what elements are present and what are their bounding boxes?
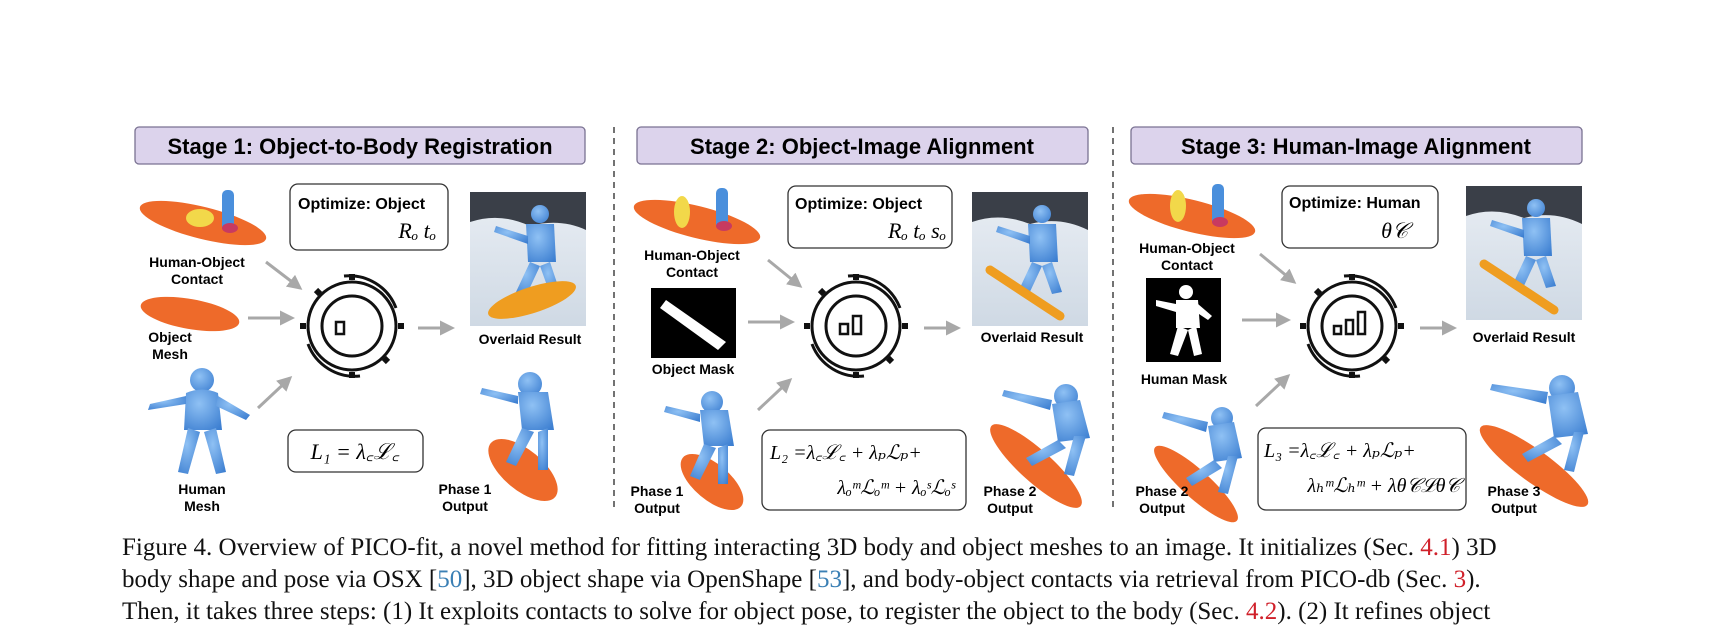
human-object-contact-thumbnail — [633, 188, 761, 245]
overlaid-result-image — [470, 192, 586, 326]
svg-text:Phase 1: Phase 1 — [439, 481, 492, 497]
optimize-box — [289, 183, 449, 251]
svg-text:Phase 2: Phase 2 — [1136, 483, 1189, 499]
overlaid-result-image — [1466, 186, 1582, 320]
citation-link[interactable]: 53 — [816, 566, 842, 593]
svg-text:Overlaid Result: Overlaid Result — [981, 329, 1084, 345]
caption-line: Figure 4. Overview of PICO-fit, a novel … — [122, 534, 1497, 561]
svg-text:Output: Output — [987, 500, 1033, 516]
loss-equation-line-2: λₕᵐℒₕᵐ + λθ𝒞ℒθ𝒞 — [1306, 475, 1465, 497]
svg-text:Contact: Contact — [666, 264, 718, 280]
stage-3-title: Stage 3: Human-Image Alignment — [1181, 134, 1532, 159]
svg-text:Human-Object: Human-Object — [149, 254, 245, 270]
svg-text:Phase 2: Phase 2 — [984, 483, 1037, 499]
svg-text:Object Mask: Object Mask — [652, 361, 735, 377]
stage-3-banner — [1130, 126, 1583, 165]
human-mask-thumbnail — [1146, 278, 1221, 362]
stage-1-panel: Stage 1: Object-to-Body Registration Hum… — [134, 126, 586, 514]
svg-text:Overlaid Result: Overlaid Result — [479, 331, 582, 347]
optimize-box — [787, 185, 953, 249]
stage-1-title: Stage 1: Object-to-Body Registration — [167, 134, 552, 159]
svg-text:Contact: Contact — [1161, 257, 1213, 273]
svg-text:Output: Output — [442, 498, 488, 514]
object-mesh-thumbnail — [140, 296, 240, 332]
object-mask-thumbnail — [651, 288, 736, 358]
svg-text:Output: Output — [1491, 500, 1537, 516]
stage-3-panel: Stage 3: Human-Image Alignment Human-Obj… — [1128, 126, 1589, 523]
phase-1-output-mesh — [480, 372, 558, 502]
svg-text:Mesh: Mesh — [152, 346, 188, 362]
section-reference-link[interactable]: 4.1 — [1420, 534, 1452, 561]
arrow — [256, 375, 293, 410]
optimizer-gear-icon — [804, 274, 908, 378]
section-reference-link[interactable]: 4.2 — [1246, 598, 1278, 625]
svg-text:Human-Object: Human-Object — [1139, 240, 1235, 256]
optimize-box — [1281, 185, 1439, 249]
loss-box — [761, 429, 967, 511]
svg-text:Human-Object: Human-Object — [644, 247, 740, 263]
stage-1-banner — [134, 126, 586, 165]
loss-box — [1257, 427, 1467, 511]
loss-equation-line-1: L₃ =λ꜀ℒ꜀ + λₚℒₚ+ — [1263, 440, 1416, 462]
figure-caption: Figure 4. Overview of PICO-fit, a novel … — [122, 532, 1616, 628]
stage-2-title: Stage 2: Object-Image Alignment — [690, 134, 1035, 159]
svg-text:Phase 3: Phase 3 — [1488, 483, 1541, 499]
optimize-label: Optimize: Human — [1289, 195, 1421, 212]
arrow — [1254, 373, 1291, 408]
loss-equation-line-1: L₂ =λ꜀ℒ꜀ + λₚℒₚ+ — [769, 442, 922, 464]
svg-text:Phase 1: Phase 1 — [631, 483, 684, 499]
svg-text:Object: Object — [148, 329, 192, 345]
svg-text:Human Mask: Human Mask — [1141, 371, 1228, 387]
phase-2-output-thumbnail — [1154, 407, 1242, 523]
svg-text:Human: Human — [178, 481, 225, 497]
svg-text:Contact: Contact — [171, 271, 223, 287]
svg-text:Mesh: Mesh — [184, 498, 220, 514]
optimizer-gear-icon — [1300, 274, 1404, 378]
caption-line: Then, it takes three steps: (1) It explo… — [122, 598, 1491, 625]
optimize-params: Rₒ tₒ — [397, 218, 436, 243]
overlaid-result-image — [972, 192, 1088, 326]
svg-text:Overlaid Result: Overlaid Result — [1473, 329, 1576, 345]
arrow — [756, 377, 793, 412]
stage-2-panel: Stage 2: Object-Image Alignment Human-Ob… — [631, 126, 1090, 516]
arrow — [1259, 252, 1297, 284]
optimize-label: Optimize: Object — [298, 196, 426, 213]
arrow — [265, 260, 303, 290]
human-object-contact-thumbnail — [139, 190, 267, 246]
phase-3-output-mesh — [1479, 375, 1589, 507]
section-reference-link[interactable]: 3 — [1453, 566, 1467, 593]
arrow — [767, 258, 803, 288]
human-mesh-thumbnail — [148, 368, 250, 474]
svg-text:Output: Output — [634, 500, 680, 516]
optimizer-gear-icon — [300, 274, 404, 378]
caption-line: body shape and pose via OSX [50], 3D obj… — [122, 566, 1481, 593]
loss-equation: L₁ = λ꜀ℒ꜀ — [310, 439, 400, 464]
figure-4-diagram: Stage 1: Object-to-Body Registration Hum… — [134, 126, 1589, 523]
optimize-label: Optimize: Object — [795, 196, 923, 213]
phase-2-output-mesh — [990, 384, 1090, 508]
loss-equation-line-2: λₒᵐℒₒᵐ + λₒˢℒₒˢ — [836, 477, 955, 499]
optimize-params: Rₒ tₒ sₒ — [887, 218, 946, 243]
loss-box — [287, 429, 424, 473]
svg-text:Output: Output — [1139, 500, 1185, 516]
stage-2-banner — [636, 126, 1089, 165]
human-object-contact-thumbnail — [1128, 184, 1256, 239]
phase-1-output-thumbnail — [664, 391, 744, 511]
citation-link[interactable]: 50 — [437, 566, 463, 593]
